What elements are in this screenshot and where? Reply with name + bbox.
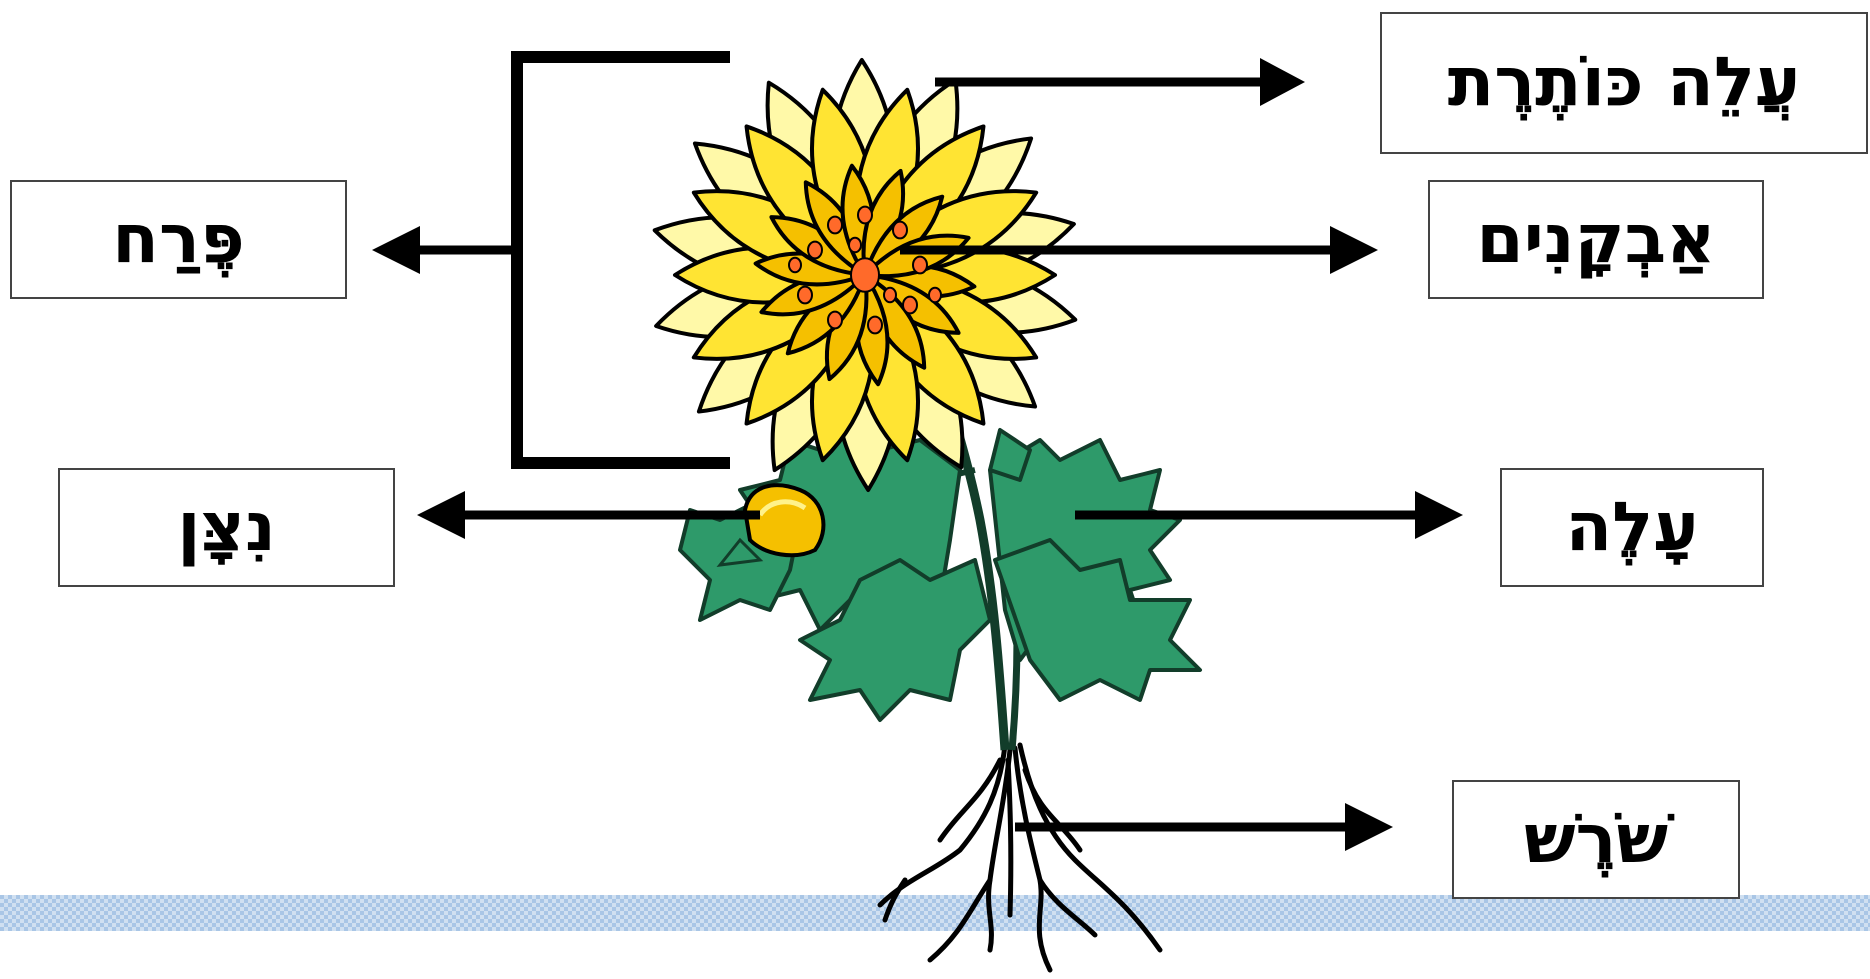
flower-head: [652, 58, 1078, 492]
leaf-label-box: עָלֶה: [1500, 468, 1764, 587]
stamen-dot: [902, 295, 918, 315]
leaf-arrowhead: [1415, 491, 1463, 539]
bud-arrowhead: [417, 491, 465, 539]
root-label-box: שֹׁרֶשׁ: [1452, 780, 1740, 899]
stamen-dot: [788, 256, 802, 274]
flower-label: פֶּרַח: [112, 199, 245, 279]
flower-arrowhead: [372, 226, 420, 274]
stamens-label-box: אַבְקָנִים: [1428, 180, 1764, 299]
stamen-dot: [850, 257, 880, 293]
stamen-dot: [883, 286, 897, 304]
stamen-dot: [867, 315, 883, 335]
stamen-dot: [827, 215, 843, 235]
root-arrowhead: [1345, 803, 1393, 851]
petal-label-box: עֲלֵה כּוֹתֶרֶת: [1380, 12, 1868, 154]
stamen-dot: [928, 286, 942, 304]
stamen-dot: [848, 236, 862, 254]
stamens-label: אַבְקָנִים: [1476, 199, 1716, 279]
stamen-dot: [912, 255, 928, 275]
leaves: [678, 418, 1202, 722]
root-label: שֹׁרֶשׁ: [1523, 799, 1669, 879]
stamen-dot: [807, 240, 823, 260]
leaf-label: עָלֶה: [1565, 487, 1699, 567]
flower-label-box: פֶּרַח: [10, 180, 347, 299]
bud: [716, 483, 826, 567]
petal-label: עֲלֵה כּוֹתֶרֶת: [1447, 43, 1801, 122]
bud-label-box: נִצָּן: [58, 468, 395, 587]
arrows: [372, 58, 1463, 851]
stamen-dot: [892, 220, 908, 240]
bud-label: נִצָּן: [177, 487, 276, 567]
stamen-dot: [797, 285, 813, 305]
stamen-dot: [827, 310, 843, 330]
stamen-dot: [857, 205, 873, 225]
stamens-arrowhead: [1330, 226, 1378, 274]
flower-bracket: [511, 51, 730, 469]
petal-arrowhead: [1260, 58, 1305, 106]
ground-strip: [0, 895, 1870, 931]
roots: [877, 742, 1163, 973]
